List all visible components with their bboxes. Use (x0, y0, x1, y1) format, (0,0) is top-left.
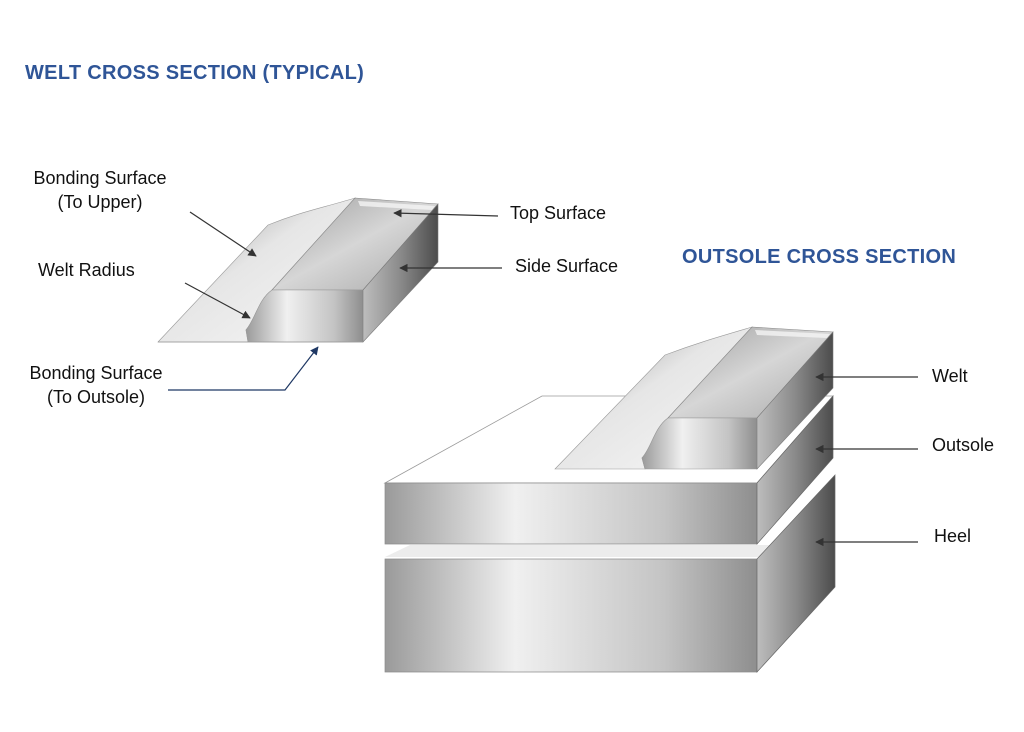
label-bonding-surface-upper: Bonding Surface (To Upper) (16, 166, 184, 214)
label-top-surface: Top Surface (510, 203, 607, 223)
leader-bonding-upper (189, 211, 257, 257)
outsole-welt-highlight (755, 330, 830, 338)
label-bonding-surface-outsole: Bonding Surface (To Outsole) (12, 361, 180, 409)
leader-welt-radius (184, 282, 251, 319)
welt-top-highlight (358, 201, 435, 210)
welt-section-title: WELT CROSS SECTION (TYPICAL) (25, 62, 365, 84)
label-bonding-upper-line1: Bonding Surface (33, 168, 167, 188)
outsole-side-face (756, 395, 834, 545)
label-heel: Heel (934, 526, 972, 546)
outsole-welt-side (756, 331, 834, 470)
label-bonding-upper-line2: (To Upper) (57, 192, 143, 212)
leader-bonding-outsole (168, 346, 319, 391)
heel-front-face (384, 558, 758, 673)
label-outsole: Outsole (932, 435, 995, 455)
outsole-welt-front (641, 417, 758, 470)
label-welt-radius: Welt Radius (38, 260, 135, 280)
heel-block-drawing (384, 474, 836, 673)
outsole-leader-lines (815, 372, 918, 547)
welt-leader-lines (168, 209, 502, 391)
welt-cross-section-drawing (157, 197, 439, 343)
outsole-section-title: OUTSOLE CROSS SECTION (682, 246, 957, 268)
label-bonding-outsole-line2: (To Outsole) (46, 387, 146, 407)
label-welt: Welt (932, 366, 968, 386)
label-bonding-outsole-line1: Bonding Surface (29, 363, 163, 383)
heel-side-face (756, 474, 836, 673)
welt-side-face (362, 203, 439, 343)
leader-top-surface (393, 209, 499, 218)
outsole-front-face (384, 482, 758, 545)
label-side-surface: Side Surface (515, 256, 619, 276)
welt-front-face (245, 289, 364, 343)
outsole-welt-drawing (554, 326, 834, 470)
heel-top-face (385, 545, 835, 557)
